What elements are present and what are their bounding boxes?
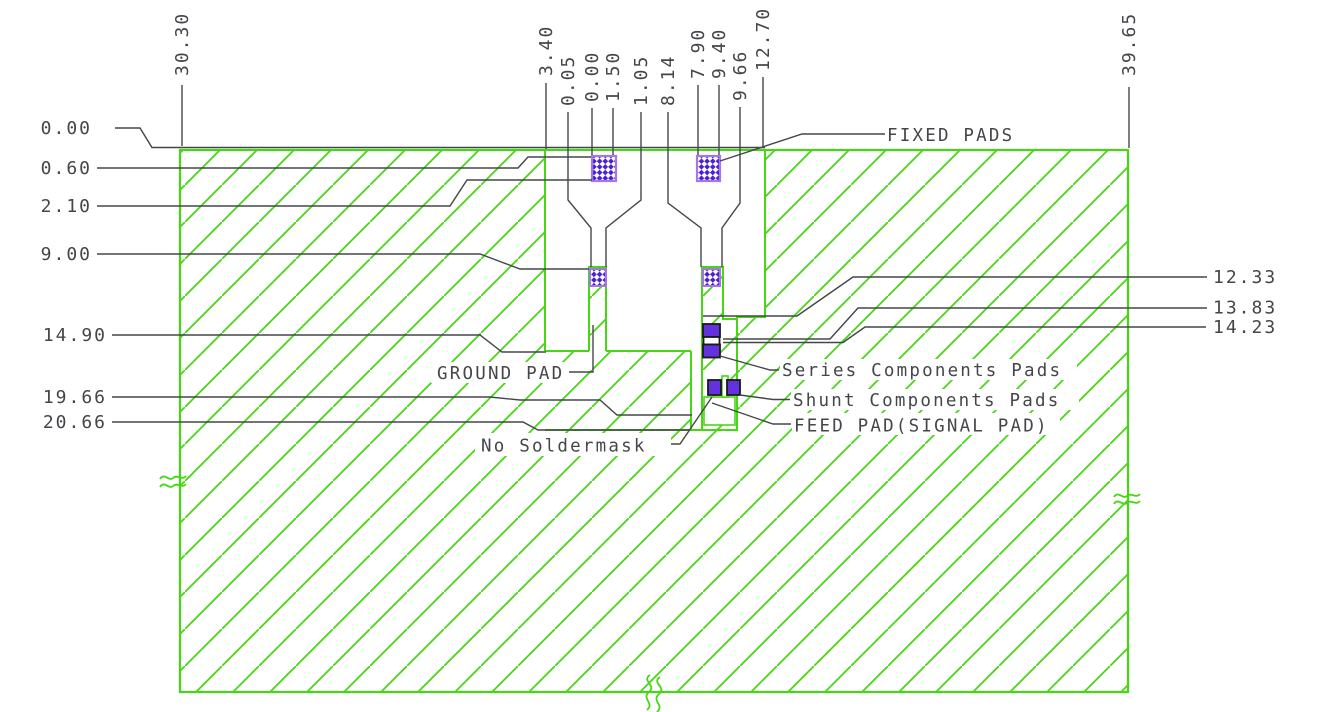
dim-left-19.66: 19.66 [43, 387, 107, 408]
shunt-label-mask [791, 389, 1079, 410]
leader-13.83 [723, 307, 1207, 340]
leader-12.33 [703, 276, 1207, 317]
leader-shunt-pads [739, 394, 790, 401]
label-ground-pad: GROUND PAD [437, 364, 564, 384]
no-soldermask-label-mask [475, 433, 671, 456]
leader-9.00 [97, 253, 589, 270]
label-series-pads: Series Components Pads [782, 361, 1062, 381]
dim-top-0.00: 0.00 [582, 51, 603, 102]
leader-20.66 [112, 421, 690, 431]
leader-0.00 [115, 127, 765, 149]
dim-line-1.05 [605, 112, 642, 267]
shunt-component-pad-left [707, 379, 722, 396]
ground-pad-stem-outline [588, 266, 607, 351]
ground-pad-flange-outline [545, 350, 692, 431]
annotation-texts: FIXED PADS GROUND PAD Series Components … [437, 126, 1062, 457]
dim-top-39.65: 39.65 [1119, 12, 1140, 76]
label-masks [431, 359, 1079, 456]
leader-19.66 [112, 396, 692, 416]
dim-line-0.05 [567, 112, 592, 267]
dim-top-1.05: 1.05 [631, 55, 652, 106]
dim-left-14.90: 14.90 [43, 325, 107, 346]
dim-top-8.14: 8.14 [658, 55, 679, 106]
break-mark-right-icon [1113, 493, 1141, 505]
break-mark-bottom-icon [645, 674, 663, 712]
ground-pad-flange [545, 351, 691, 430]
dim-top-9.66: 9.66 [730, 50, 751, 101]
leader-2.10 [97, 179, 592, 207]
series-component-pad-top [702, 323, 721, 338]
dim-top-7.90: 7.90 [688, 28, 709, 79]
series-label-mask [780, 359, 1077, 380]
leader-0.60 [97, 156, 591, 169]
leader-ground-pad [566, 325, 594, 373]
leader-series-pads [719, 355, 779, 371]
leader-14.23 [723, 326, 1206, 344]
ground-stem-pad [589, 268, 607, 287]
feed-line-pad [702, 268, 721, 287]
label-fixed-pads: FIXED PADS [887, 126, 1014, 146]
leader-feed-pad [711, 402, 791, 425]
dim-line-8.14 [667, 112, 702, 267]
feed-label-mask [792, 413, 1060, 435]
label-shunt-pads: Shunt Components Pads [793, 391, 1060, 411]
series-component-pad-bottom [702, 343, 721, 359]
dim-right-14.23: 14.23 [1213, 317, 1277, 338]
dim-top-30.30: 30.30 [172, 12, 193, 76]
dim-right-13.83: 13.83 [1213, 298, 1277, 319]
dim-top-3.40: 3.40 [536, 25, 557, 76]
dim-top-0.05: 0.05 [558, 55, 579, 106]
dimension-texts: 30.30 3.40 0.05 0.00 1.50 1.05 8.14 7.90… [41, 7, 1277, 433]
dim-left-0.00: 0.00 [41, 118, 92, 139]
dim-top-12.70: 12.70 [753, 7, 774, 71]
fixed-pad-right [695, 154, 722, 183]
ground-pad-label-mask [431, 362, 569, 383]
break-mark-left-icon [159, 475, 187, 488]
dim-top-1.50: 1.50 [603, 51, 624, 102]
leader-fixed-pads [719, 133, 885, 162]
series-component-gap [702, 336, 721, 346]
label-no-soldermask: No Soldermask [481, 437, 647, 457]
fixed-pad-left [590, 154, 618, 183]
pads [589, 154, 741, 396]
label-feed-pad: FEED PAD(SIGNAL PAD) [794, 417, 1049, 437]
dim-top-9.40: 9.40 [709, 28, 730, 79]
shunt-component-pad-right [726, 379, 741, 396]
dim-left-0.60: 0.60 [41, 158, 92, 179]
dim-left-9.00: 9.00 [41, 244, 92, 265]
dim-left-2.10: 2.10 [41, 196, 92, 217]
leader-14.90 [112, 334, 546, 353]
dim-right-12.33: 12.33 [1213, 267, 1277, 288]
dim-left-20.66: 20.66 [43, 412, 107, 433]
